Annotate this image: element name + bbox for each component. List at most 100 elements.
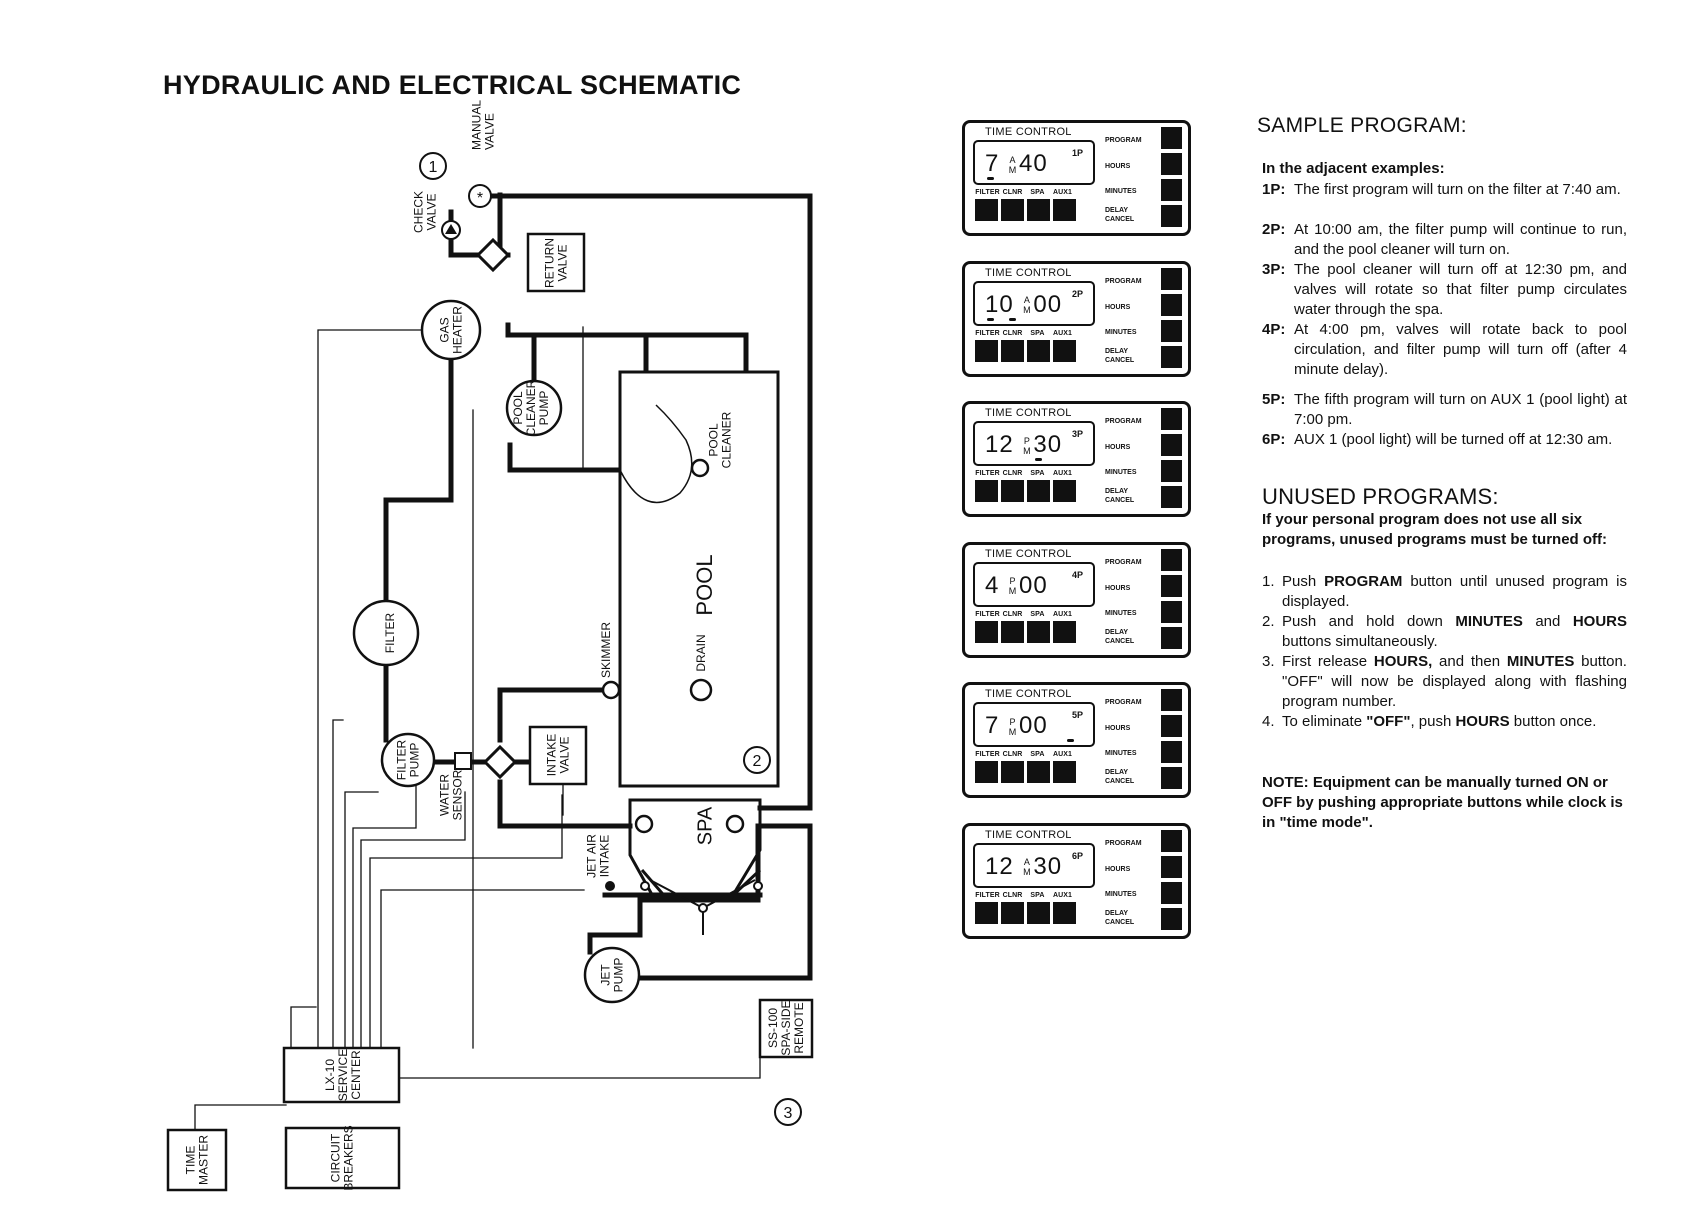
filter-button[interactable] <box>975 761 998 783</box>
filter-button[interactable] <box>975 339 998 362</box>
cancel-label: CANCEL <box>1105 918 1135 926</box>
active-indicator-clnr <box>1009 317 1016 321</box>
minutes-button[interactable] <box>1161 600 1182 623</box>
aux1-button[interactable] <box>1053 761 1076 783</box>
minutes-button[interactable] <box>1161 881 1182 904</box>
label-return-valve: RETURN <box>542 238 556 288</box>
hours-button[interactable] <box>1161 574 1182 597</box>
delay-cancel-button[interactable] <box>1161 205 1182 227</box>
delay-label: DELAY <box>1105 488 1129 495</box>
delay-cancel-button[interactable] <box>1161 767 1182 789</box>
cancel-label: CANCEL <box>1105 356 1135 364</box>
minutes-button[interactable] <box>1161 741 1182 763</box>
label-water-sensor: WATER <box>437 774 451 816</box>
program-button[interactable] <box>1161 408 1182 430</box>
pool-cleaner-pump-circle <box>505 379 563 437</box>
clnr-button[interactable] <box>1001 199 1024 221</box>
button-label: AUX1 <box>1052 891 1073 899</box>
button-label: AUX1 <box>1052 329 1073 337</box>
delay-cancel-button[interactable] <box>1161 486 1182 508</box>
program-button[interactable] <box>1161 548 1182 571</box>
button-label: SPA <box>1030 470 1045 477</box>
spa-button[interactable] <box>1027 199 1050 221</box>
cancel-label: CANCEL <box>1105 216 1135 223</box>
button-label: CLNR <box>1002 751 1023 758</box>
delay-cancel-button[interactable] <box>1161 907 1182 930</box>
aux1-button[interactable] <box>1053 901 1076 924</box>
delay-cancel-button[interactable] <box>1161 345 1182 368</box>
hours-label: HOURS <box>1105 163 1131 170</box>
hours-button[interactable] <box>1161 855 1182 878</box>
delay-label: DELAY <box>1105 347 1129 355</box>
filter-pump-circle <box>380 732 436 788</box>
label-manual-valve: VALVE <box>482 113 496 150</box>
hydraulic-schematic: * <box>166 100 814 1192</box>
drain-circle <box>689 678 713 702</box>
button-label: FILTER <box>975 470 1000 477</box>
cancel-label: CANCEL <box>1105 778 1135 785</box>
sample-program-item: 2P:At 10:00 am, the filter pump will con… <box>1262 221 1627 258</box>
panel-title: TIME CONTROL <box>985 828 1072 841</box>
filter-button[interactable] <box>975 620 998 643</box>
label-jet-pump: JET <box>598 964 612 986</box>
filter-button[interactable] <box>975 199 998 221</box>
clnr-button[interactable] <box>1001 339 1024 362</box>
filter-button[interactable] <box>975 480 998 502</box>
minutes-button[interactable] <box>1161 460 1182 482</box>
callout-1: 1 <box>419 152 447 180</box>
clnr-button[interactable] <box>1001 480 1024 502</box>
spa-button[interactable] <box>1027 339 1050 362</box>
delay-cancel-button[interactable] <box>1161 626 1182 649</box>
button-label: FILTER <box>975 610 1000 618</box>
label-circuit-breakers: BREAKERS <box>341 1125 355 1190</box>
panel-title: TIME CONTROL <box>985 547 1072 560</box>
hours-button[interactable] <box>1161 715 1182 737</box>
unused-program-step: 3.First release HOURS, and then MINUTES … <box>1262 653 1627 710</box>
delay-label: DELAY <box>1105 207 1129 214</box>
hours-button[interactable] <box>1161 434 1182 456</box>
minutes-button[interactable] <box>1161 179 1182 201</box>
label-check-valve: VALVE <box>424 194 438 231</box>
cancel-label: CANCEL <box>1105 497 1135 504</box>
program-button[interactable] <box>1161 689 1182 711</box>
minutes-button[interactable] <box>1161 319 1182 342</box>
button-label: CLNR <box>1002 329 1023 337</box>
page-title: HYDRAULIC AND ELECTRICAL SCHEMATIC <box>163 70 742 100</box>
clnr-button[interactable] <box>1001 761 1024 783</box>
aux1-button[interactable] <box>1053 199 1076 221</box>
manual-valve-icon: * <box>468 184 492 208</box>
aux1-button[interactable] <box>1053 339 1076 362</box>
aux1-button[interactable] <box>1053 480 1076 502</box>
minutes-label: MINUTES <box>1105 609 1137 617</box>
aux1-button[interactable] <box>1053 620 1076 643</box>
program-button[interactable] <box>1161 127 1182 149</box>
service-center-box <box>282 1046 401 1104</box>
label-service-center: LX-10 <box>323 1059 337 1091</box>
label-spa-side-remote: SS-100 <box>766 1008 780 1048</box>
program-button[interactable] <box>1161 267 1182 290</box>
button-label: SPA <box>1030 329 1045 337</box>
time-master-box <box>166 1128 228 1192</box>
spa-button[interactable] <box>1027 620 1050 643</box>
hours-button[interactable] <box>1161 293 1182 316</box>
label-service-center: CENTER <box>349 1050 363 1100</box>
program-button[interactable] <box>1161 829 1182 852</box>
label-filter-pump: PUMP <box>407 743 421 778</box>
clnr-button[interactable] <box>1001 620 1024 643</box>
filter-button[interactable] <box>975 901 998 924</box>
spa-left-inlet <box>634 814 654 834</box>
check-valve-icon <box>441 220 461 240</box>
button-label: CLNR <box>1002 610 1023 618</box>
spa-button[interactable] <box>1027 480 1050 502</box>
spa-button[interactable] <box>1027 901 1050 924</box>
spa-button[interactable] <box>1027 761 1050 783</box>
clnr-button[interactable] <box>1001 901 1024 924</box>
hours-button[interactable] <box>1161 153 1182 175</box>
program-label: PROGRAM <box>1105 839 1142 847</box>
button-label: CLNR <box>1002 470 1023 477</box>
